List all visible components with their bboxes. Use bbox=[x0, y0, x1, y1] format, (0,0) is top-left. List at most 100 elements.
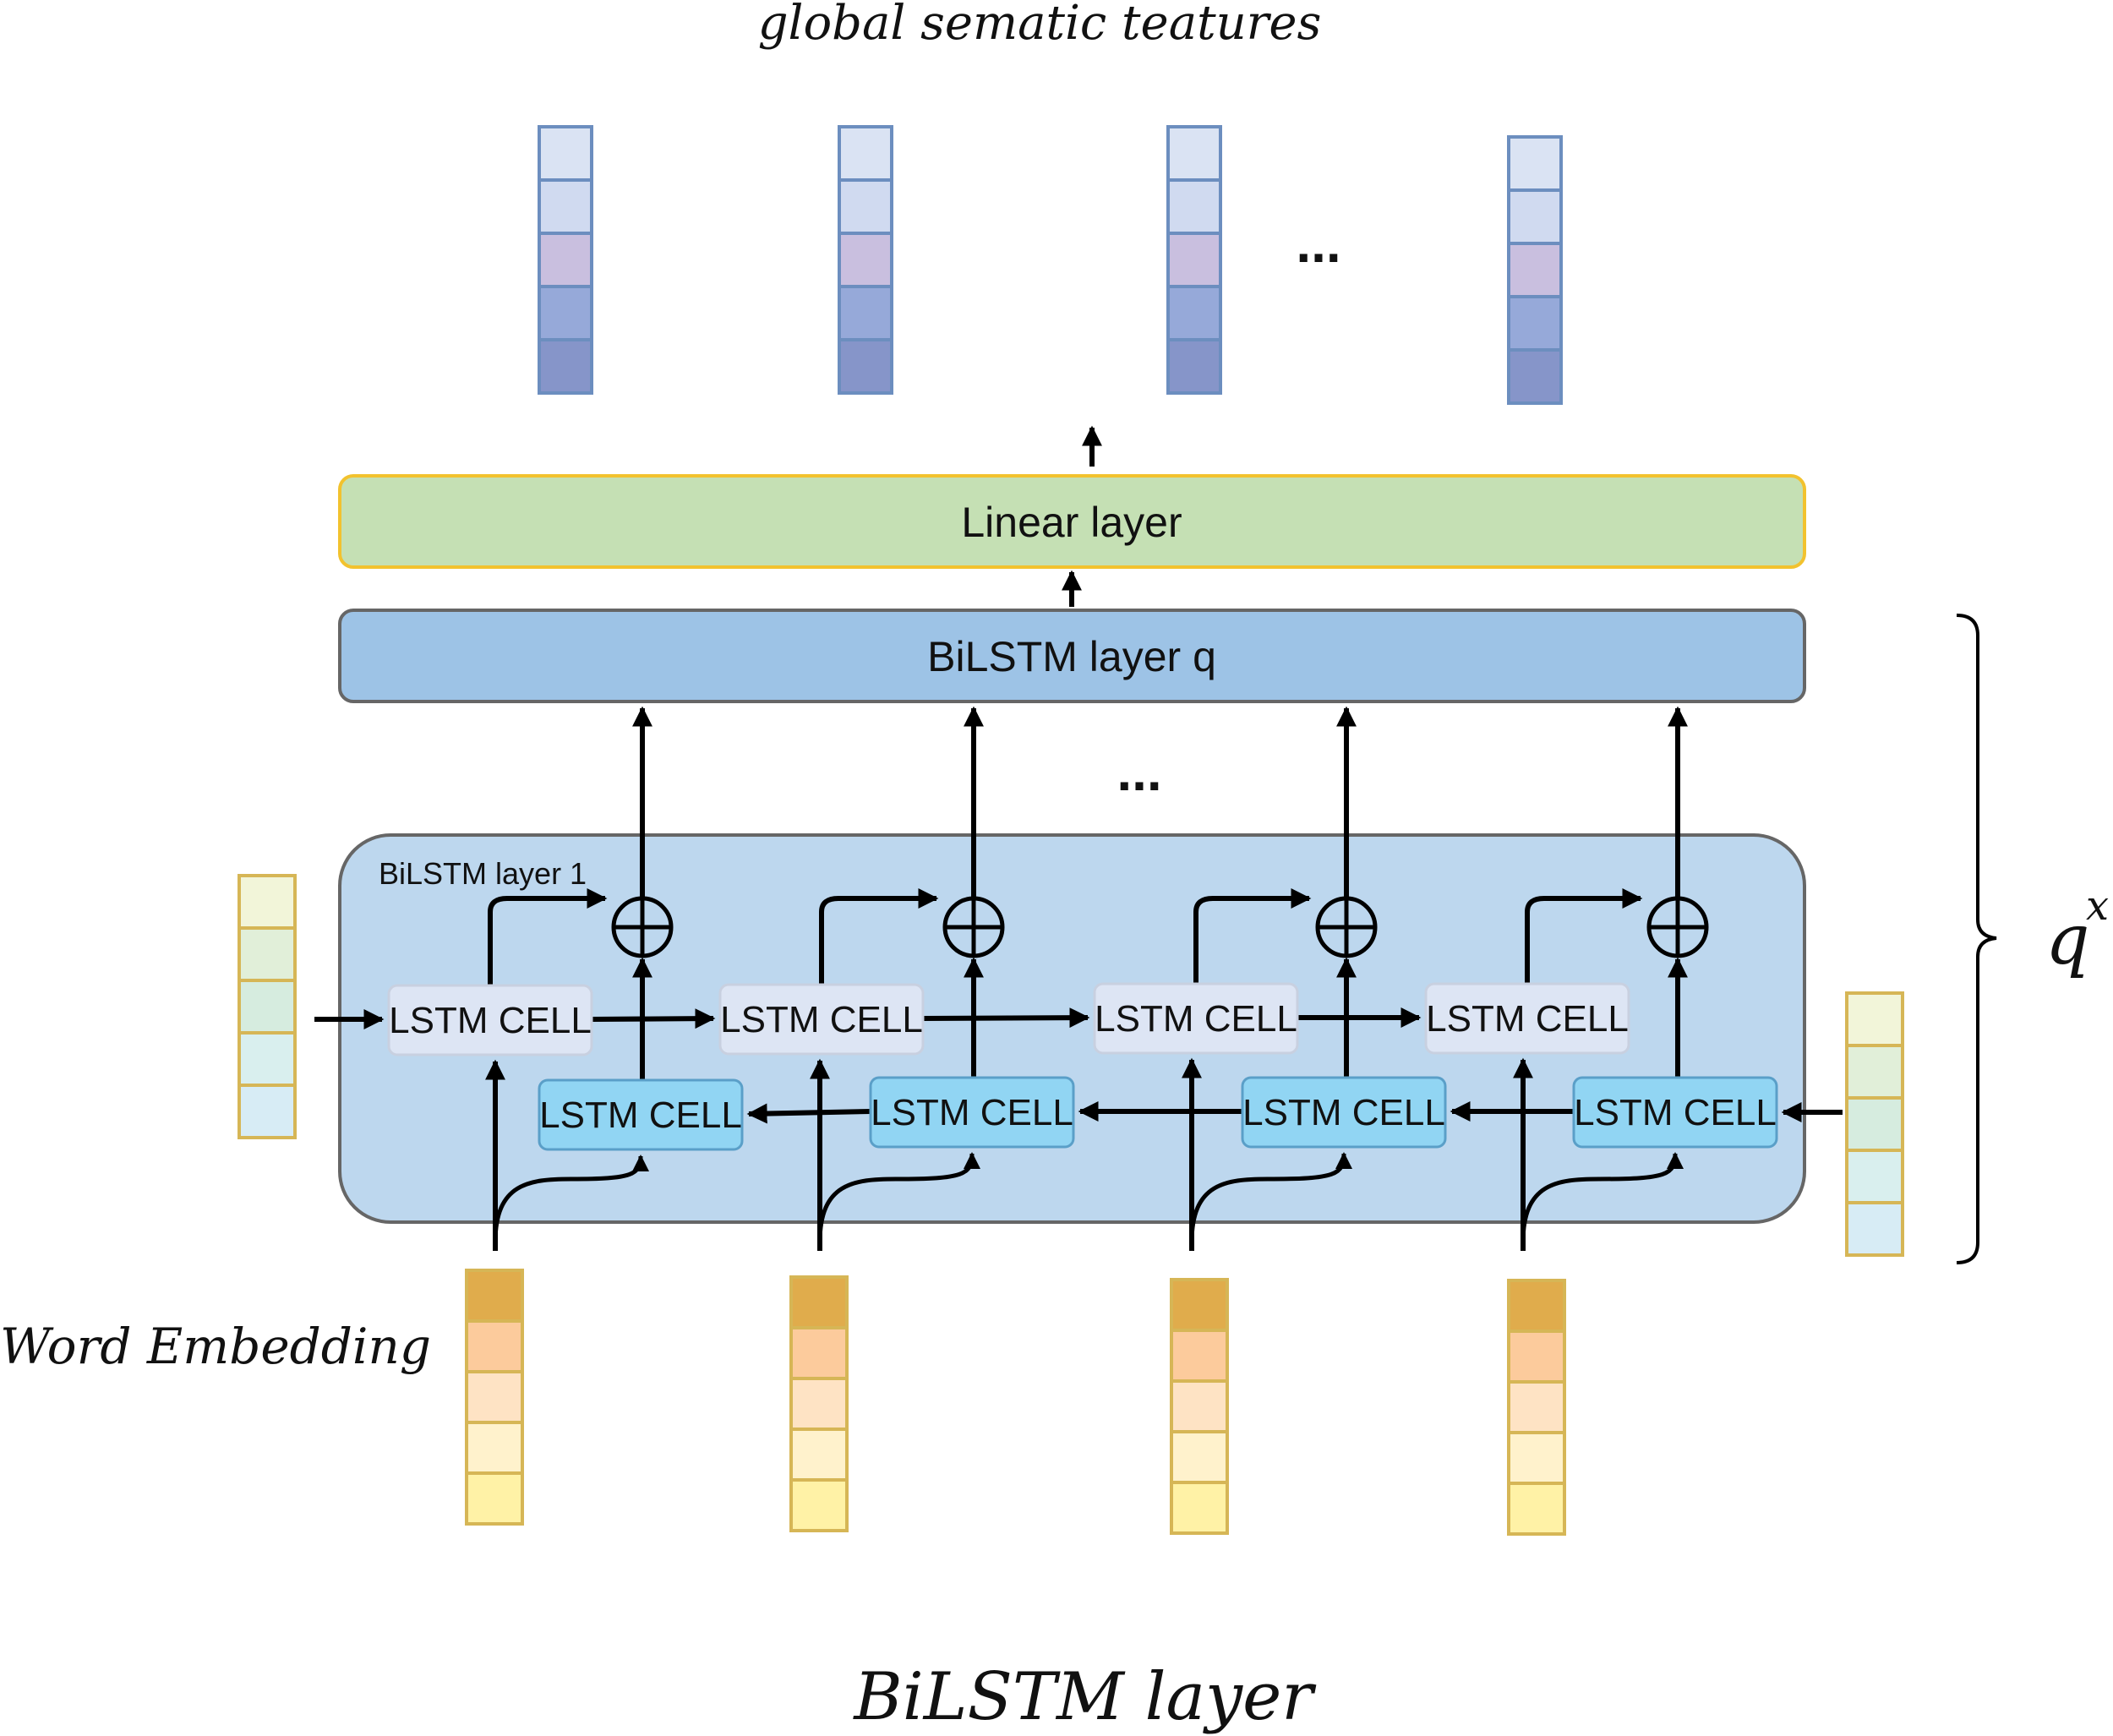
embedding-to-backward-arrow-4 bbox=[1521, 1152, 1684, 1243]
forward-lstm-cell-2-box bbox=[718, 983, 925, 1056]
feature-vector-1-cell bbox=[538, 178, 593, 235]
word-embedding-1 bbox=[465, 1269, 524, 1526]
backward-lstm-cell-2-label: LSTM CELL bbox=[871, 1092, 1073, 1133]
repeat-superscript: x bbox=[2086, 882, 2109, 930]
sum-node-3 bbox=[1315, 896, 1378, 958]
feature-vector-1-cell bbox=[538, 125, 593, 182]
backward-lstm-cell-1-box bbox=[538, 1078, 744, 1151]
word-embedding-4-cell bbox=[1507, 1482, 1566, 1536]
right-state-vector-cell bbox=[1845, 991, 1904, 1047]
word-embedding-3-cell bbox=[1170, 1329, 1229, 1383]
left-state-vector-cell bbox=[238, 1031, 297, 1087]
right-state-vector-cell bbox=[1845, 1044, 1904, 1100]
feature-vector-4-cell bbox=[1507, 348, 1563, 405]
word-embedding-2-cell bbox=[789, 1428, 849, 1482]
layer-ellipsis: ... bbox=[1117, 741, 1161, 802]
left-state-vector-cell bbox=[238, 926, 297, 982]
right-state-vector bbox=[1845, 991, 1904, 1257]
bilstm-layer-q bbox=[338, 609, 1806, 703]
top-title: global sematic teatures bbox=[758, 0, 1322, 51]
feature-vector-3-cell bbox=[1166, 125, 1222, 182]
forward-lstm-cell-4: LSTM CELL bbox=[1424, 982, 1630, 1055]
forward-lstm-cell-4-label: LSTM CELL bbox=[1426, 998, 1629, 1040]
feature-vector-4-cell bbox=[1507, 295, 1563, 352]
word-embedding-4-cell bbox=[1507, 1329, 1566, 1384]
word-embedding-2-cell bbox=[789, 1275, 849, 1329]
backward-lstm-cell-3-label: LSTM CELL bbox=[1242, 1092, 1445, 1133]
forward-lstm-cell-2: LSTM CELL bbox=[718, 983, 925, 1056]
word-embedding-2-cell bbox=[789, 1478, 849, 1532]
word-embedding-3-cell bbox=[1170, 1430, 1229, 1484]
feature-vector-2-cell bbox=[838, 338, 893, 395]
repeat-brace bbox=[1956, 614, 1997, 1264]
word-embedding-label: Word Embedding bbox=[0, 1318, 431, 1375]
forward-chain-arrow-1 bbox=[591, 1008, 716, 1029]
left-state-vector-cell bbox=[238, 874, 297, 930]
feature-vector-3-cell bbox=[1166, 285, 1222, 341]
repeat-label: q bbox=[2045, 900, 2090, 980]
word-embedding-3 bbox=[1170, 1278, 1229, 1535]
sum-node-2 bbox=[942, 896, 1005, 958]
feature-vector-3-cell bbox=[1166, 338, 1222, 395]
word-embedding-3-cell bbox=[1170, 1278, 1229, 1332]
word-embedding-4-cell bbox=[1507, 1380, 1566, 1434]
word-embedding-1-cell bbox=[465, 1370, 524, 1424]
feature-vectors bbox=[538, 125, 1563, 405]
forward-lstm-cell-2-label: LSTM CELL bbox=[720, 999, 923, 1040]
feature-vector-1-cell bbox=[538, 285, 593, 341]
forward-lstm-cell-1-label: LSTM CELL bbox=[389, 1000, 592, 1041]
backward-lstm-cell-3-box bbox=[1241, 1076, 1447, 1149]
word-embedding-4-cell bbox=[1507, 1279, 1566, 1333]
feature-vector-4-cell bbox=[1507, 135, 1563, 192]
feature-vector-3-cell bbox=[1166, 178, 1222, 235]
feature-vector-1 bbox=[538, 125, 593, 395]
right-state-vector-cell bbox=[1845, 1201, 1904, 1257]
backward-lstm-cell-4-label: LSTM CELL bbox=[1574, 1092, 1777, 1133]
left-state-vector-cell bbox=[238, 1084, 297, 1139]
word-embedding-4 bbox=[1507, 1279, 1566, 1536]
forward-to-sum-arrow-1 bbox=[488, 888, 608, 985]
backward-lstm-cell-4: LSTM CELL bbox=[1572, 1076, 1778, 1149]
backward-lstm-cell-2: LSTM CELL bbox=[869, 1076, 1075, 1149]
word-embedding-4-cell bbox=[1507, 1431, 1566, 1485]
word-embedding-3-cell bbox=[1170, 1481, 1229, 1535]
word-embedding-1-cell bbox=[465, 1421, 524, 1475]
backward-lstm-cell-2-box bbox=[869, 1076, 1075, 1149]
right-state-vector-cell bbox=[1845, 1096, 1904, 1152]
embedding-to-backward-arrow-2 bbox=[817, 1152, 980, 1243]
word-embedding-1-cell bbox=[465, 1319, 524, 1373]
forward-lstm-cell-3-label: LSTM CELL bbox=[1095, 998, 1297, 1040]
word-embedding-1-cell bbox=[465, 1471, 524, 1526]
forward-lstm-cell-3-box bbox=[1093, 982, 1299, 1055]
forward-to-sum-arrow-3 bbox=[1193, 888, 1312, 984]
backward-lstm-cell-1-label: LSTM CELL bbox=[539, 1095, 742, 1136]
sum-node-4 bbox=[1646, 896, 1709, 958]
feature-vector-3 bbox=[1166, 125, 1222, 395]
forward-lstm-cell-4-box bbox=[1424, 982, 1630, 1055]
embedding-to-backward-arrow-3 bbox=[1189, 1152, 1352, 1243]
lstm-cells: LSTM CELL LSTM CELL LSTM CELL LSTM CELL LSTM… bbox=[314, 706, 1843, 1251]
state-vectors bbox=[238, 874, 1904, 1257]
word-embeddings bbox=[465, 1269, 1566, 1536]
backward-lstm-cell-1: LSTM CELL bbox=[538, 1078, 744, 1151]
left-state-vector-cell bbox=[238, 979, 297, 1035]
forward-to-sum-arrow-4 bbox=[1525, 888, 1643, 984]
backward-lstm-cell-4-box bbox=[1572, 1076, 1778, 1149]
right-state-vector-cell bbox=[1845, 1149, 1904, 1204]
feature-vector-1-cell bbox=[538, 232, 593, 288]
forward-lstm-cell-3: LSTM CELL bbox=[1093, 982, 1299, 1055]
feature-vector-2-cell bbox=[838, 285, 893, 341]
linear-layer-label: Linear layer bbox=[961, 499, 1182, 546]
feature-vector-2-cell bbox=[838, 178, 893, 235]
feature-vector-2-cell bbox=[838, 232, 893, 288]
feature-vector-3-cell bbox=[1166, 232, 1222, 288]
embedding-to-backward-arrow-1 bbox=[493, 1155, 649, 1243]
forward-lstm-cell-1: LSTM CELL bbox=[387, 984, 593, 1056]
sum-node-1 bbox=[611, 896, 674, 958]
backward-chain-arrow-1 bbox=[746, 1103, 871, 1124]
bilstm-layer-1-label: BiLSTM layer 1 bbox=[379, 856, 587, 891]
forward-lstm-cell-1-box bbox=[387, 984, 593, 1056]
feature-vector-4-cell bbox=[1507, 242, 1563, 298]
feature-vector-2 bbox=[838, 125, 893, 395]
